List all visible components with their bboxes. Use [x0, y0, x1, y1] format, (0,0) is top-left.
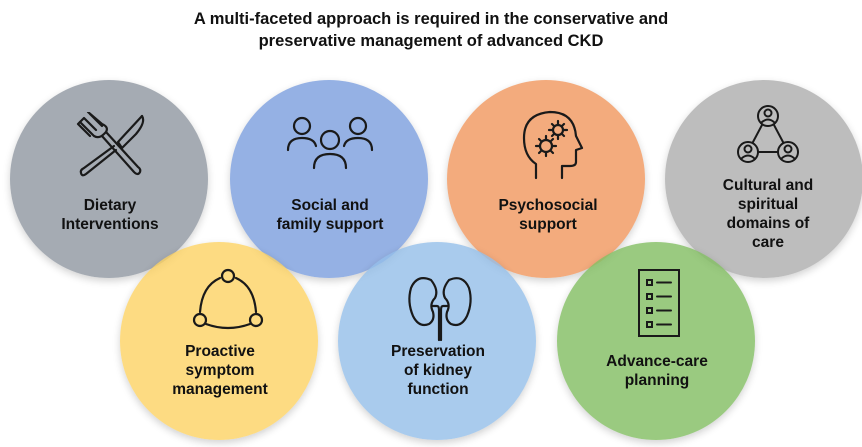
label-line: Interventions	[61, 216, 159, 233]
label-line: management	[172, 381, 268, 398]
label-line: spiritual	[737, 196, 799, 213]
label-line: domains of	[726, 215, 810, 232]
diagram-title: A multi-faceted approach is required in …	[0, 8, 862, 52]
kidneys-icon	[405, 272, 475, 342]
people-network-icon	[736, 104, 800, 166]
label-line: symptom	[185, 362, 255, 379]
circle-advance-care-planning	[557, 242, 755, 440]
label-line: Cultural and	[722, 177, 814, 194]
circle-social-family-support	[230, 80, 428, 278]
fork-knife-icon	[76, 112, 148, 180]
label-line: family support	[276, 216, 384, 233]
label-line: function	[407, 381, 469, 398]
node-label-dietary-interventions: Dietary Interventions	[30, 196, 190, 234]
label-line: Psychosocial	[498, 197, 598, 214]
label-line: planning	[624, 372, 690, 389]
cycle-nodes-icon	[192, 268, 264, 332]
title-line-2: preservative management of advanced CKD	[258, 32, 604, 50]
head-gears-icon	[518, 108, 584, 180]
label-line: care	[752, 234, 784, 251]
node-label-proactive-symptom-management: Proactive symptom management	[140, 342, 300, 399]
label-line: Advance-care	[606, 353, 708, 370]
circle-preservation-kidney-function	[338, 242, 536, 440]
node-label-cultural-spiritual-care: Cultural and spiritual domains of care	[688, 176, 848, 252]
label-line: Dietary	[83, 197, 137, 214]
title-line-1: A multi-faceted approach is required in …	[193, 10, 669, 28]
label-line: of kidney	[403, 362, 473, 379]
node-label-social-family-support: Social and family support	[250, 196, 410, 234]
label-line: Proactive	[185, 343, 255, 360]
node-label-preservation-kidney-function: Preservation of kidney function	[358, 342, 518, 399]
label-line: Social and	[291, 197, 369, 214]
node-label-advance-care-planning: Advance-care planning	[577, 352, 737, 390]
circle-dietary-interventions	[10, 80, 208, 278]
checklist-icon	[637, 268, 681, 338]
node-label-psychosocial-support: Psychosocial support	[468, 196, 628, 234]
people-group-icon	[284, 114, 376, 174]
label-line: support	[519, 216, 577, 233]
label-line: Preservation	[391, 343, 485, 360]
circle-proactive-symptom-management	[120, 242, 318, 440]
